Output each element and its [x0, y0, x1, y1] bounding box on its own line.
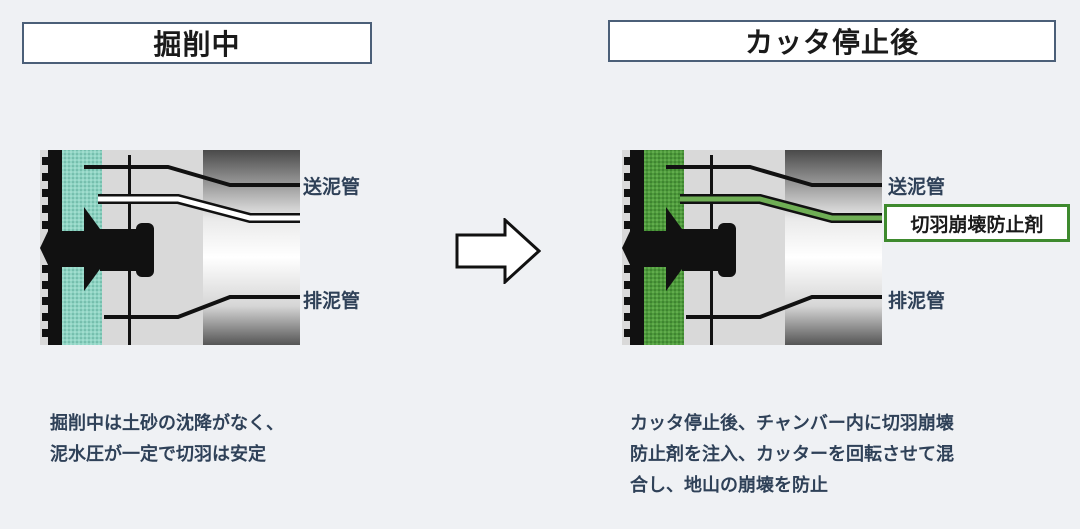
pipe-body [785, 150, 882, 345]
empty-injection-line [98, 194, 300, 223]
supply-pipe-line [84, 165, 300, 187]
right-arrow-icon [455, 218, 541, 284]
shield-diagram-excavating [40, 150, 300, 345]
description-line: 掘削中は土砂の沈降がなく、 [50, 413, 284, 434]
title-after-cutter-stop: カッタ停止後 [608, 20, 1056, 62]
cutter-face [40, 150, 154, 345]
title-excavating: 掘削中 [22, 22, 372, 64]
agent-injection-line [680, 194, 882, 223]
title-after-cutter-stop-text: カッタ停止後 [744, 26, 919, 59]
discharge-pipe-line [686, 295, 882, 319]
description-line: 合し、地山の崩壊を防止 [630, 475, 828, 496]
description-line: 防止剤を注入、カッターを回転させて混 [630, 444, 954, 465]
partition-wall [710, 155, 713, 345]
partition-wall [128, 155, 131, 345]
label-anti-collapse-agent-text: 切羽崩壊防止剤 [910, 213, 1044, 236]
label-supply-pipe-right: 送泥管 [888, 176, 946, 198]
label-anti-collapse-agent: 切羽崩壊防止剤 [884, 204, 1070, 242]
shield-diagram-after-stop [622, 150, 882, 345]
supply-pipe-line [666, 165, 882, 187]
description-line: 泥水圧が一定で切羽は安定 [50, 444, 266, 465]
description-line: カッタ停止後、チャンバー内に切羽崩壊 [630, 413, 954, 434]
cutter-face [622, 150, 736, 345]
discharge-pipe-line [104, 295, 300, 319]
label-discharge-pipe-left: 排泥管 [303, 290, 361, 312]
title-excavating-text: 掘削中 [153, 28, 241, 61]
description-after-stop: カッタ停止後、チャンバー内に切羽崩壊 防止剤を注入、カッターを回転させて混 合し… [630, 408, 1060, 501]
label-supply-pipe-left: 送泥管 [303, 176, 361, 198]
label-discharge-pipe-right: 排泥管 [888, 290, 946, 312]
pipe-body [203, 150, 300, 345]
description-excavating: 掘削中は土砂の沈降がなく、 泥水圧が一定で切羽は安定 [50, 408, 380, 470]
